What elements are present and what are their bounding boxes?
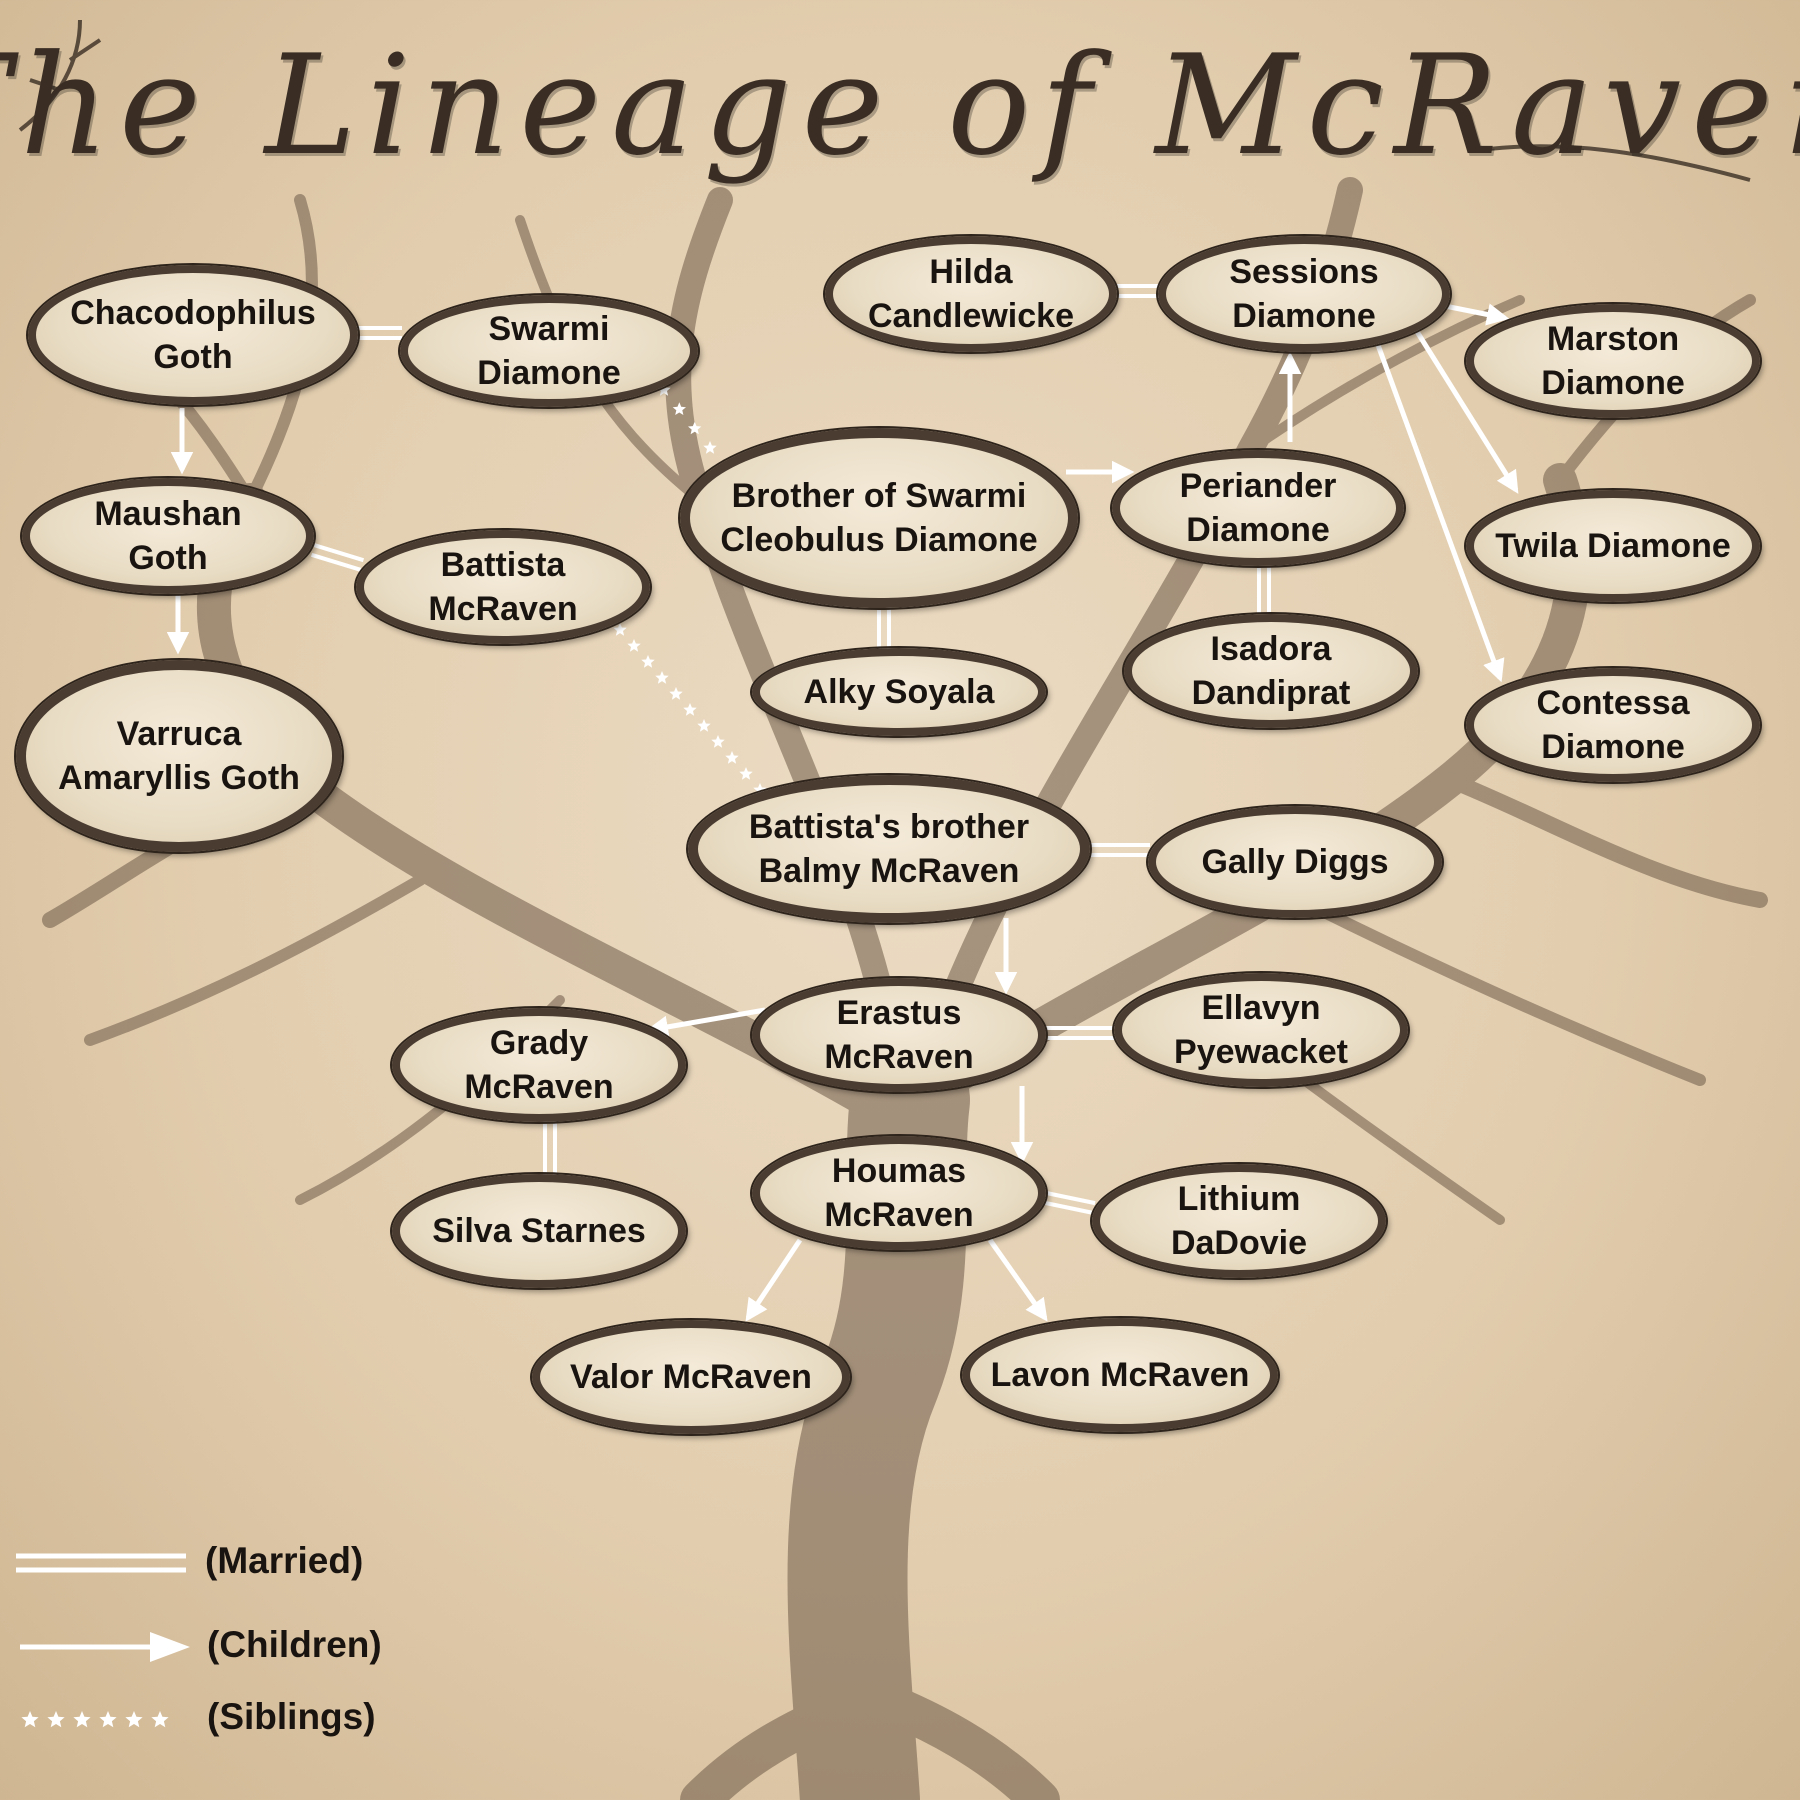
married-connector [877,606,891,650]
married-connectors [310,284,1271,1215]
married-line [313,543,365,563]
married-connector [1114,284,1160,298]
person-swarmi-diamone: Swarmi Diamone [400,295,698,407]
married-connector [1046,1026,1116,1040]
person-ellavyn-pyewacket: Ellavyn Pyewacket [1114,973,1408,1087]
sibling-star [739,767,753,780]
sibling-star [697,719,711,732]
person-contessa-diamone: Contessa Diamone [1466,668,1760,782]
child-arrow [1413,328,1519,494]
sibling-star [641,655,655,668]
married-connector [1257,566,1271,614]
page-title: The Lineage of McRaven [0,24,1800,186]
legend-siblings-label: (Siblings) [207,1696,376,1737]
sibling-star [613,623,627,636]
married-line [310,552,362,572]
person-twila-diamone: Twila Diamone [1466,490,1760,602]
sibling-star [711,735,725,748]
person-grady-mcraven: Grady McRaven [392,1008,686,1122]
sibling-star [703,441,717,454]
child-arrow [645,1007,766,1038]
sibling-star [683,703,697,716]
married-connector [310,543,365,572]
person-gally-diggs: Gally Diggs [1148,806,1442,918]
person-erastus-mcraven: Erastus McRaven [752,978,1046,1092]
sibling-connectors [613,383,767,796]
sibling-star [672,402,686,415]
sibling-star [669,687,683,700]
sibling-star [657,383,671,396]
married-connector [1044,1191,1096,1215]
person-battista-mcraven: Battista McRaven [356,530,650,644]
child-arrow [1375,344,1505,683]
married-line [1046,1191,1096,1206]
person-cleobulus-diamone: Brother of Swarmi Cleobulus Diamone [680,428,1078,608]
married-line [1044,1200,1094,1215]
person-sessions-diamone: Sessions Diamone [1158,236,1450,352]
married-connector [356,326,402,340]
person-valor-mcraven: Valor McRaven [532,1320,850,1434]
person-marston-diamone: Marston Diamone [1466,304,1760,418]
person-balmy-mcraven: Battista's brother Balmy McRaven [688,775,1090,923]
person-chacodophilus-goth: Chacodophilus Goth [28,265,358,405]
legend-children-label: (Children) [207,1624,382,1665]
person-varruca-amaryllis-goth: Varruca Amaryllis Goth [16,660,342,852]
person-lithium-dadovie: Lithium DaDovie [1092,1164,1386,1278]
person-houmas-mcraven: Houmas McRaven [752,1136,1046,1250]
person-maushan-goth: Maushan Goth [22,478,314,594]
sibling-star [655,671,669,684]
person-isadora-dandiprat: Isadora Dandiprat [1124,614,1418,728]
person-hilda-candlewicke: Hilda Candlewicke [825,236,1117,352]
person-lavon-mcraven: Lavon McRaven [962,1318,1278,1432]
married-connector [543,1120,557,1176]
person-periander-diamone: Periander Diamone [1112,450,1404,566]
sibling-star [725,751,739,764]
sibling-star [688,421,702,435]
person-alky-soyala: Alky Soyala [752,648,1046,736]
legend-married-label: (Married) [205,1540,364,1581]
child-arrow [987,1238,1048,1322]
person-silva-starnes: Silva Starnes [392,1174,686,1288]
child-arrow [745,1238,803,1322]
married-connector [1090,843,1150,857]
sibling-star [627,639,641,652]
